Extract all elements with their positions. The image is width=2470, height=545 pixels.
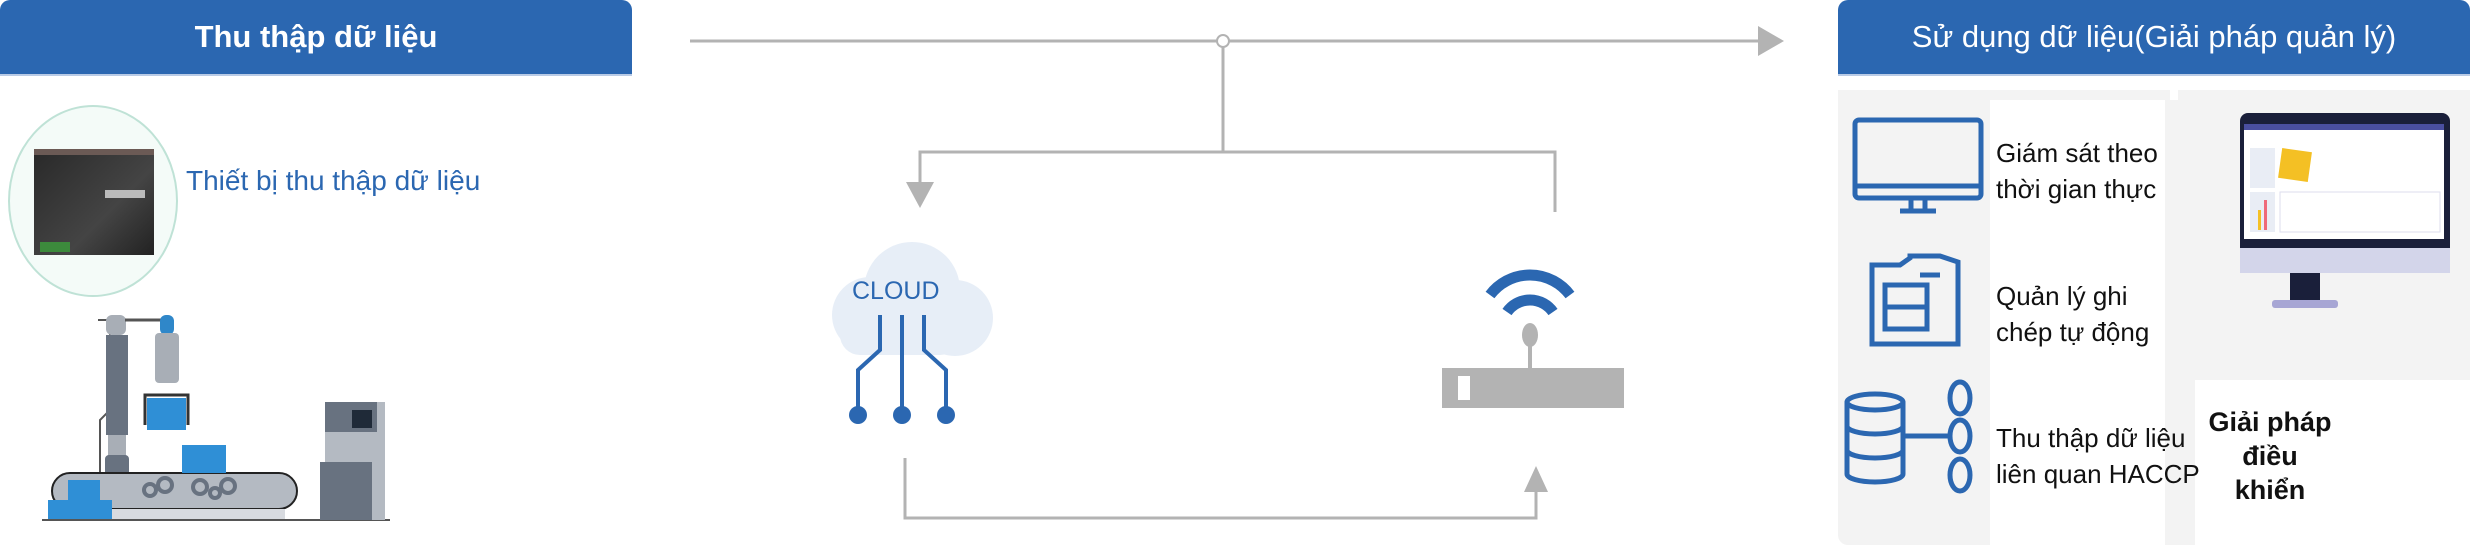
feature-line: liên quan HACCP: [1996, 459, 2200, 489]
feature-realtime-monitoring: Giám sát theo thời gian thực: [1996, 135, 2158, 207]
use-title: Sử dụng dữ liệu(Giải pháp quản lý): [1911, 19, 2397, 54]
feature-line: thời gian thực: [1996, 174, 2157, 204]
up-arrow-icon: [1524, 466, 1548, 492]
conveyor-belt-icon: [42, 445, 390, 521]
feature-line: Giám sát theo: [1996, 138, 2158, 168]
feature-haccp-data: Thu thập dữ liệu liên quan HACCP: [1996, 420, 2200, 492]
feature-line: chép tự động: [1996, 317, 2150, 347]
control-solution-label: Giải pháp điều khiển: [2205, 405, 2335, 507]
control-box: [2195, 380, 2470, 545]
main-arrow-head-icon: [1758, 26, 1784, 56]
cloud-icon: [832, 242, 993, 424]
dashboard-monitor-icon: [2240, 113, 2450, 308]
collect-title: Thu thập dữ liệu: [194, 19, 438, 54]
robot-arm-icon: [98, 315, 190, 520]
file-cabinet-icon: [1869, 253, 1961, 347]
junction-node-icon: [1216, 34, 1230, 48]
monitor-icon: [1852, 117, 1984, 214]
cloud-label: CLOUD: [852, 277, 940, 305]
database-icon: [1844, 379, 1973, 494]
feature-auto-records: Quản lý ghi chép tự động: [1996, 278, 2149, 350]
device-box-icon: [34, 149, 154, 255]
use-header: Sử dụng dữ liệu(Giải pháp quản lý): [1838, 0, 2470, 76]
router-icon: [1442, 269, 1624, 408]
feature-line: Quản lý ghi: [1996, 281, 2128, 311]
control-line: điều khiển: [2234, 441, 2306, 505]
down-arrow-icon: [906, 182, 934, 208]
feature-text-column: [1990, 100, 2165, 545]
control-line: Giải pháp: [2208, 407, 2332, 437]
device-photo: [8, 105, 178, 297]
feature-line: Thu thập dữ liệu: [1996, 423, 2186, 453]
collect-header: Thu thập dữ liệu: [0, 0, 632, 76]
device-label: Thiết bị thu thập dữ liệu: [186, 165, 481, 196]
control-panel-icon: [320, 402, 385, 520]
